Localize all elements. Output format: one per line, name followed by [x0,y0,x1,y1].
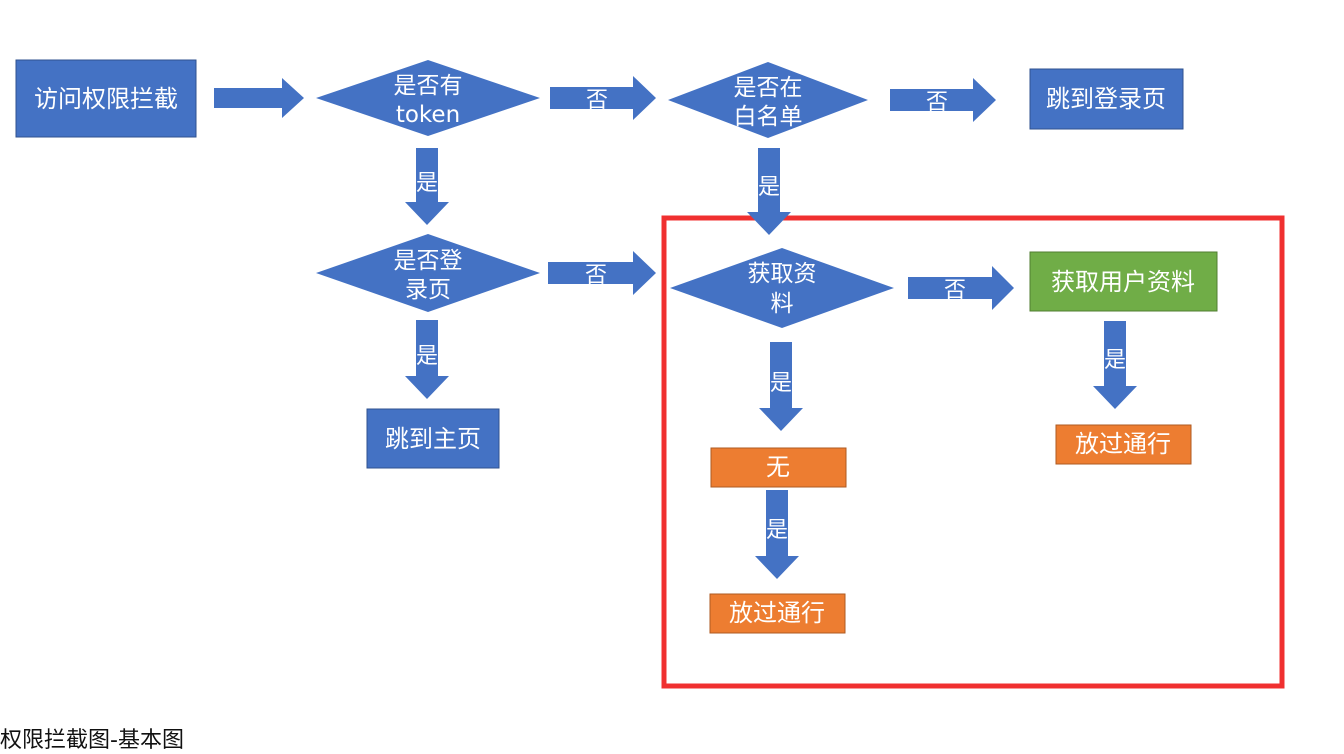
diagram-caption: 权限拦截图-基本图 [0,728,184,753]
highlight-frame [661,215,1285,689]
pass-left-box [709,593,846,634]
none-label: 无 [766,453,790,481]
node-access: 访问权限拦截 [15,59,197,138]
goto-home-label: 跳到主页 [385,425,481,453]
node-pass-left: 放过通行 [709,593,846,634]
arrow-label-yes: 是 [770,371,792,396]
is-login-page-label-line1: 是否登 [394,248,463,274]
whitelist-diamond [668,62,868,138]
arrow-label-no: 否 [586,88,608,113]
node-has-token: 是否有 token [316,60,540,136]
flowchart: 访问权限拦截 是否有 token 是否在 白名单 跳到登录页 是否登 录页 获取… [15,59,1285,689]
get-profile-label-line1: 获取资 [748,261,817,287]
arrow-login-page-yes: 是 [405,320,449,399]
arrow-shape [755,490,799,579]
arrow-shape [405,148,449,225]
pass-right-label: 放过通行 [1075,430,1171,458]
get-profile-diamond [670,248,894,328]
get-profile-label-line2: 料 [771,291,794,317]
node-get-profile: 获取资 料 [670,248,894,328]
is-login-page-diamond [316,234,540,312]
goto-home-box [366,408,500,469]
access-label: 访问权限拦截 [34,85,178,113]
arrow-whitelist-no: 否 [890,78,996,122]
arrow-shape [759,342,803,431]
node-goto-home: 跳到主页 [366,408,500,469]
arrow-label-yes: 是 [416,344,438,369]
pass-right-box [1055,424,1192,465]
arrow-whitelist-yes: 是 [747,148,791,235]
arrow-label-no: 否 [944,278,966,303]
arrow-shape [890,78,996,122]
node-fetch-user-profile: 获取用户资料 [1029,251,1218,312]
arrow-access-to-token [214,78,304,118]
arrow-label-yes: 是 [416,171,438,196]
node-none: 无 [710,447,847,488]
arrow-label-no: 否 [926,90,948,115]
fetch-user-profile-box [1029,251,1218,312]
arrow-label-no: 否 [585,263,607,288]
has-token-diamond [316,60,540,136]
node-goto-login: 跳到登录页 [1029,68,1184,130]
arrow-token-no: 否 [550,76,656,120]
arrow-fetch-yes: 是 [1093,321,1137,409]
goto-login-box [1029,68,1184,130]
arrow-label-yes: 是 [758,175,780,200]
whitelist-label-line2: 白名单 [734,104,803,130]
arrow-login-page-no: 否 [548,251,656,295]
node-pass-right: 放过通行 [1055,424,1192,465]
is-login-page-label-line2: 录页 [405,277,451,303]
pass-left-label: 放过通行 [729,599,825,627]
whitelist-label-line1: 是否在 [734,75,803,101]
fetch-user-profile-label: 获取用户资料 [1051,268,1195,296]
arrow-shape [908,266,1014,310]
node-whitelist: 是否在 白名单 [668,62,868,138]
arrow-none-yes: 是 [755,490,799,579]
arrow-profile-no: 否 [908,266,1014,310]
arrow-token-yes: 是 [405,148,449,225]
none-box [710,447,847,488]
arrow-label-yes: 是 [1104,348,1126,373]
arrow-shape [548,251,656,295]
arrow-shape [550,76,656,120]
node-is-login-page: 是否登 录页 [316,234,540,312]
arrow-shape [405,320,449,399]
goto-login-label: 跳到登录页 [1046,85,1166,113]
arrow-profile-yes: 是 [759,342,803,431]
arrow-shape [1093,321,1137,409]
has-token-label-line2: token [396,102,460,128]
access-box [15,59,197,138]
arrow-label-yes: 是 [766,518,788,543]
arrow-shape [747,148,791,235]
has-token-label-line1: 是否有 [394,73,463,99]
arrow-shape [214,78,304,118]
